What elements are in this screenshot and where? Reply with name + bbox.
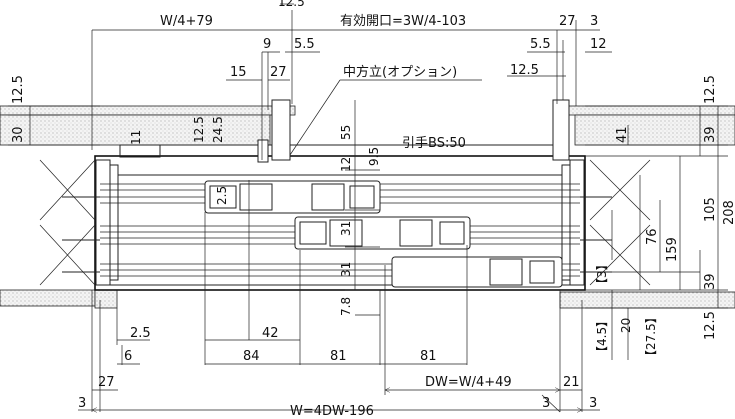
dim-v-9-5: 9.5	[367, 147, 381, 166]
dim-left-12-5: 12.5	[11, 75, 26, 104]
dim-bottom-total: W=4DW-196	[290, 404, 374, 419]
dim-bottom-81-right: 81	[420, 349, 437, 364]
dim-right-20: 20	[619, 318, 633, 333]
dim-9: 9	[263, 37, 271, 52]
dim-bottom-3-mid: 3	[542, 396, 550, 411]
dim-right-159: 159	[665, 237, 680, 262]
dim-left-30: 30	[11, 126, 26, 143]
dim-right-41: 41	[615, 126, 630, 143]
label-center-mullion: 中方立(オプション)	[343, 64, 457, 80]
dim-right-bracket-27-5: 【27.5】	[644, 311, 658, 362]
door-panel-3	[391, 256, 563, 288]
dim-right-bracket-3: 【3】	[595, 258, 609, 290]
dim-bottom-42: 42	[262, 326, 279, 341]
dim-v-12-5: 12.5	[192, 116, 206, 143]
dim-bottom-dw: DW=W/4+49	[425, 375, 512, 390]
dim-27-top: 27	[270, 65, 287, 80]
dim-bottom-3-right: 3	[589, 396, 597, 411]
dim-right-12-5-top: 12.5	[703, 75, 718, 104]
dim-v-7-8: 7.8	[339, 297, 353, 316]
dim-v-24-5: 24.5	[211, 116, 225, 143]
dim-v-31-top: 31	[339, 221, 353, 236]
label-handle-bs: 引手BS:50	[402, 136, 466, 151]
dim-bottom-2-5: 2.5	[130, 326, 151, 341]
dim-right-bracket-4-5: 【4.5】	[595, 315, 609, 358]
dim-v-31-bot: 31	[339, 262, 353, 277]
dim-effective-opening: 有効開口=3W/4-103	[340, 14, 466, 29]
dim-bottom-3-left: 3	[78, 396, 86, 411]
dim-top-left-width: W/4+79	[160, 14, 213, 29]
dim-right-39-bot: 39	[703, 273, 718, 290]
dimension-texts: W/4+79 12.5 有効開口=3W/4-103 27 3 9 5.5 15 …	[11, 0, 735, 419]
dim-12-5-right: 12.5	[510, 63, 539, 78]
dim-right-12-5-bot: 12.5	[703, 311, 718, 340]
dim-12-right: 12	[590, 37, 607, 52]
dim-right-39-top: 39	[703, 126, 718, 143]
dimension-lines	[8, 3, 728, 412]
right-wall	[554, 105, 735, 309]
dim-bottom-6: 6	[124, 349, 132, 364]
dim-right-208: 208	[722, 200, 735, 225]
dim-bottom-81-left: 81	[330, 349, 347, 364]
dim-v-2-5: 2.5	[215, 186, 229, 205]
dim-top-cut: 12.5	[278, 0, 305, 9]
dim-top-right-27: 27	[559, 14, 576, 29]
dim-top-right-3: 3	[590, 14, 598, 29]
annotations: 中方立(オプション) 引手BS:50	[343, 64, 466, 151]
dim-v-55: 55	[339, 125, 353, 140]
dim-v-12: 12	[339, 157, 353, 172]
dim-5-5-left: 5.5	[294, 37, 315, 52]
dim-right-105: 105	[703, 197, 718, 222]
dim-15: 15	[230, 65, 247, 80]
door-panel-1	[204, 180, 381, 214]
dim-bottom-27: 27	[98, 375, 115, 390]
door-panel-2	[294, 216, 471, 250]
dim-bottom-21: 21	[563, 375, 580, 390]
dim-5-5-right: 5.5	[530, 37, 551, 52]
dim-bottom-84: 84	[243, 349, 260, 364]
dim-v-11: 11	[129, 130, 143, 145]
dim-right-76: 76	[645, 228, 660, 245]
